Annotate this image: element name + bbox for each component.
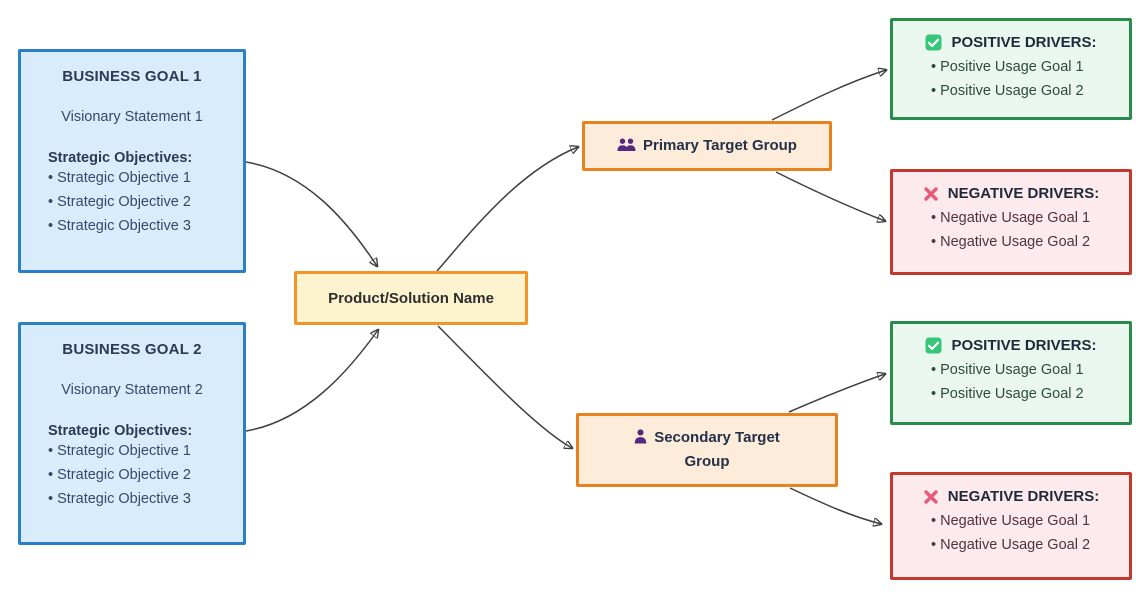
secondary-positive-drivers-node: POSITIVE DRIVERS: Positive Usage Goal 1 … bbox=[890, 321, 1132, 425]
business-goal-1-node: BUSINESS GOAL 1 Visionary Statement 1 St… bbox=[18, 49, 246, 273]
primary-negative-drivers-node: NEGATIVE DRIVERS: Negative Usage Goal 1 … bbox=[890, 169, 1132, 275]
objective-item: Strategic Objective 2 bbox=[48, 463, 243, 487]
group-label: Primary Target Group bbox=[643, 137, 797, 154]
drivers-heading: NEGATIVE DRIVERS: bbox=[947, 488, 1100, 505]
users-icon bbox=[617, 138, 636, 151]
arrow-goal1-to-product bbox=[245, 161, 377, 266]
objective-item: Strategic Objective 3 bbox=[48, 487, 243, 511]
drivers-heading: POSITIVE DRIVERS: bbox=[951, 337, 1097, 354]
arrow-primary-to-negative bbox=[775, 171, 885, 221]
arrow-product-to-secondary bbox=[437, 325, 572, 448]
objectives-heading: Strategic Objectives: bbox=[48, 150, 193, 166]
driver-item: Negative Usage Goal 1 bbox=[931, 509, 1129, 533]
objective-item: Strategic Objective 2 bbox=[48, 190, 243, 214]
driver-item: Positive Usage Goal 1 bbox=[931, 55, 1129, 79]
goal-title: BUSINESS GOAL 1 bbox=[62, 68, 202, 85]
drivers-heading: POSITIVE DRIVERS: bbox=[951, 34, 1097, 51]
check-icon bbox=[925, 337, 942, 354]
arrow-product-to-primary bbox=[436, 147, 578, 272]
primary-positive-drivers-node: POSITIVE DRIVERS: Positive Usage Goal 1 … bbox=[890, 18, 1132, 120]
x-icon bbox=[924, 489, 938, 504]
arrow-goal2-to-product bbox=[245, 330, 378, 432]
objective-item: Strategic Objective 1 bbox=[48, 439, 243, 463]
primary-target-group-node: Primary Target Group bbox=[582, 121, 832, 171]
driver-item: Positive Usage Goal 2 bbox=[931, 382, 1129, 406]
product-solution-node: Product/Solution Name bbox=[294, 271, 528, 325]
objective-item: Strategic Objective 3 bbox=[48, 214, 243, 238]
product-label: Product/Solution Name bbox=[328, 289, 494, 307]
business-goal-2-node: BUSINESS GOAL 2 Visionary Statement 2 St… bbox=[18, 322, 246, 545]
arrow-secondary-to-negative bbox=[789, 487, 881, 524]
check-icon bbox=[925, 34, 942, 51]
driver-item: Negative Usage Goal 2 bbox=[931, 533, 1129, 557]
x-icon bbox=[924, 186, 938, 201]
secondary-negative-drivers-node: NEGATIVE DRIVERS: Negative Usage Goal 1 … bbox=[890, 472, 1132, 580]
driver-item: Positive Usage Goal 1 bbox=[931, 358, 1129, 382]
goal-vision: Visionary Statement 2 bbox=[61, 382, 203, 398]
drivers-heading: NEGATIVE DRIVERS: bbox=[947, 185, 1100, 202]
driver-item: Positive Usage Goal 2 bbox=[931, 79, 1129, 103]
goal-title: BUSINESS GOAL 2 bbox=[62, 341, 202, 358]
user-icon bbox=[634, 429, 647, 444]
secondary-target-group-node: Secondary Target Group bbox=[576, 413, 838, 487]
objectives-heading: Strategic Objectives: bbox=[48, 423, 193, 439]
goal-vision: Visionary Statement 1 bbox=[61, 109, 203, 125]
driver-item: Negative Usage Goal 1 bbox=[931, 206, 1129, 230]
arrow-secondary-to-positive bbox=[788, 374, 885, 413]
objective-item: Strategic Objective 1 bbox=[48, 166, 243, 190]
driver-item: Negative Usage Goal 2 bbox=[931, 230, 1129, 254]
group-label: Secondary Target Group bbox=[654, 429, 780, 470]
arrow-primary-to-positive bbox=[771, 70, 886, 121]
